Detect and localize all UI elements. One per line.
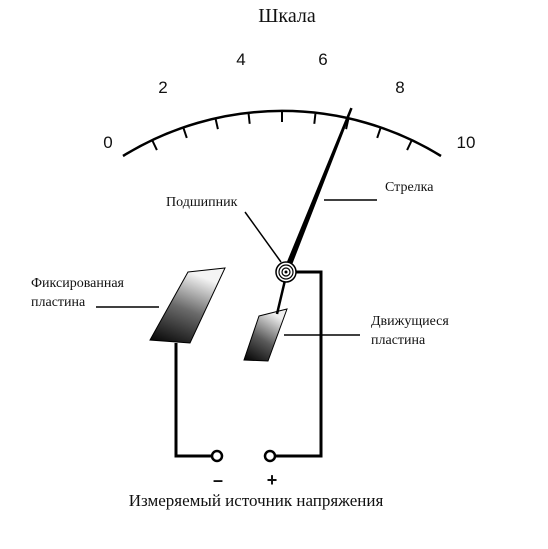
needle — [283, 107, 353, 274]
fixed-plate-label-line2: пластина — [31, 295, 86, 310]
bearing-label: Подшипник — [166, 195, 238, 210]
scale-label-6: 6 — [318, 50, 327, 69]
scale-tick — [247, 113, 251, 124]
caption: Измеряемый источник напряжения — [129, 491, 384, 510]
scale-label-2: 2 — [158, 78, 167, 97]
moving-plate — [243, 308, 288, 362]
moving-plate-label-line2: пластина — [371, 333, 426, 348]
scale: 0 2 4 6 8 10 — [103, 50, 476, 158]
scale-label-8: 8 — [395, 78, 404, 97]
scale-tick — [313, 113, 317, 124]
scale-label-4: 4 — [236, 50, 245, 69]
scale-tick — [214, 119, 219, 130]
wire-positive — [274, 270, 323, 458]
terminal-negative — [210, 449, 224, 463]
scale-tick — [406, 140, 413, 151]
wire-negative — [174, 343, 213, 458]
scale-tick — [345, 119, 350, 130]
terminal-positive-sign: + — [267, 470, 278, 490]
scale-arc — [122, 109, 442, 158]
scale-tick — [151, 140, 158, 151]
callout-lines — [96, 199, 377, 336]
scale-tick — [376, 128, 382, 139]
scale-label-10: 10 — [457, 133, 476, 152]
terminal-negative-sign: – — [213, 470, 223, 490]
scale-ticks — [151, 112, 413, 151]
needle-label: Стрелка — [385, 180, 434, 195]
diagram-title: Шкала — [258, 5, 316, 27]
scale-tick — [182, 128, 188, 139]
fixed-plate-label-line1: Фиксированная — [31, 276, 125, 291]
bearing — [275, 261, 297, 283]
moving-plate-label-line1: Движущиеся — [371, 314, 449, 329]
scale-label-0: 0 — [103, 133, 112, 152]
bearing-callout-line — [244, 211, 282, 263]
fixed-plate — [149, 267, 226, 344]
terminal-positive — [263, 449, 277, 463]
circuit-wires — [174, 270, 323, 458]
